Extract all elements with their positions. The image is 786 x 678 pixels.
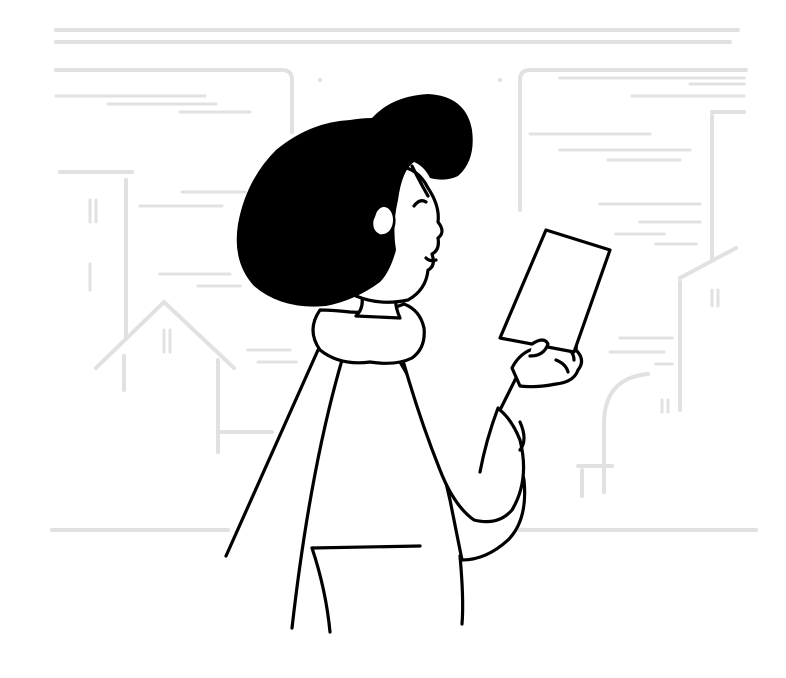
phone bbox=[498, 228, 612, 354]
hair bbox=[236, 94, 473, 307]
raised-arm bbox=[402, 362, 526, 524]
person-figure bbox=[224, 94, 612, 634]
background-cityscape bbox=[50, 28, 758, 532]
torso-outline bbox=[224, 348, 320, 558]
